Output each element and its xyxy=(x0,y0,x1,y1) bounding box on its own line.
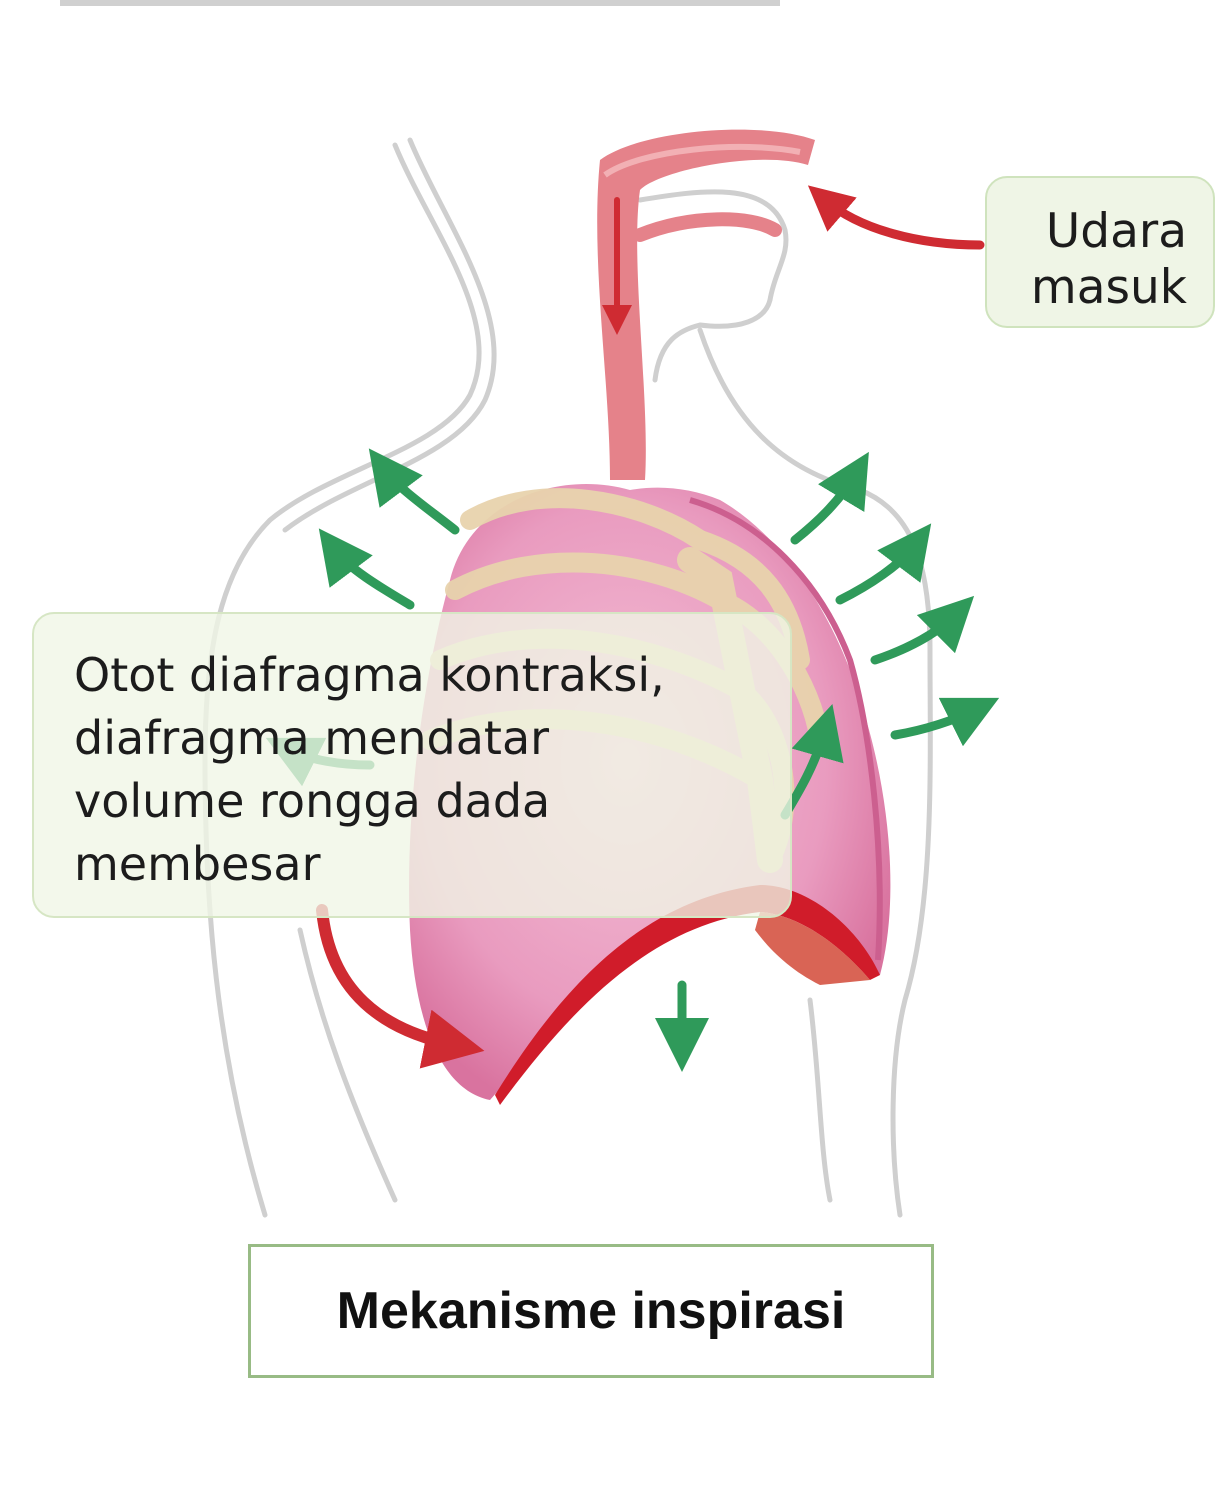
air-in-line-2: masuk xyxy=(1030,260,1187,315)
body-outline xyxy=(202,137,933,1218)
airway xyxy=(597,129,815,480)
arrow-right-4 xyxy=(890,697,1000,747)
arrow-up-right-3 xyxy=(870,595,975,665)
arrow-air-in xyxy=(807,185,985,250)
caption: Mekanisme inspirasi xyxy=(248,1244,934,1378)
top-edge-line xyxy=(60,0,780,6)
diaphragm-label: Otot diafragma kontraksi, diafragma mend… xyxy=(32,612,792,918)
diaphragm xyxy=(495,885,880,1105)
diaphragm-line-4: membesar xyxy=(74,837,321,891)
air-in-line-1: Udara xyxy=(1045,204,1187,259)
air-in-label: Udara masuk xyxy=(985,176,1215,328)
arrow-up-left-1 xyxy=(368,448,460,535)
arrow-to-diaphragm xyxy=(316,904,485,1069)
red-arrows xyxy=(316,185,985,1069)
arrow-up-left-2 xyxy=(318,528,415,610)
arrow-up-right-2 xyxy=(835,523,932,605)
arrow-up-right-1 xyxy=(790,451,869,545)
diaphragm-line-2: diafragma mendatar xyxy=(74,711,550,765)
diaphragm-line-3: volume rongga dada xyxy=(74,774,551,828)
diaphragm-line-1: Otot diafragma kontraksi, xyxy=(74,648,665,702)
